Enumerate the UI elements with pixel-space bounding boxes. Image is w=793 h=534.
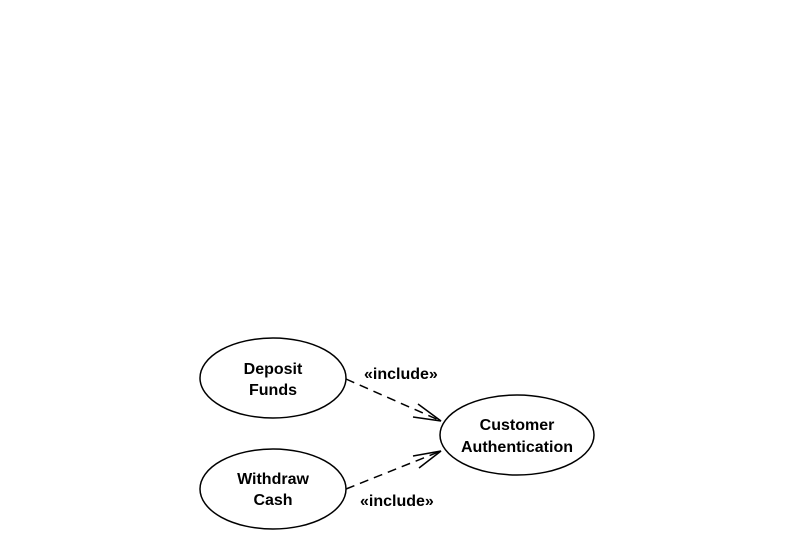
- use-case-label-withdraw-line1: Withdraw: [237, 471, 309, 488]
- stereotype-label-deposit: «include»: [364, 366, 438, 383]
- use-case-deposit-funds[interactable]: Deposit Funds: [199, 337, 347, 419]
- arrow-head-withdraw: [412, 450, 442, 469]
- include-dependency-withdraw: «include»: [345, 450, 442, 510]
- use-case-label-deposit-line2: Funds: [249, 382, 297, 399]
- dependency-line-withdraw: [345, 450, 442, 490]
- use-case-label-withdraw-line2: Cash: [253, 492, 292, 509]
- include-dependency-deposit: «include»: [345, 366, 442, 422]
- use-case-label-deposit-line1: Deposit: [244, 361, 303, 378]
- use-case-customer-authentication[interactable]: Customer Authentication: [439, 394, 595, 476]
- use-case-withdraw-cash[interactable]: Withdraw Cash: [199, 448, 347, 530]
- use-case-label-auth-line1: Customer: [480, 417, 555, 434]
- use-case-ellipse-auth: [439, 394, 595, 476]
- use-case-ellipse-deposit: [199, 337, 347, 419]
- arrow-head-deposit: [412, 403, 442, 422]
- dependency-line-deposit: [345, 378, 442, 422]
- use-case-label-auth-line2: Authentication: [461, 439, 573, 456]
- use-case-ellipse-withdraw: [199, 448, 347, 530]
- stereotype-label-withdraw: «include»: [360, 493, 434, 510]
